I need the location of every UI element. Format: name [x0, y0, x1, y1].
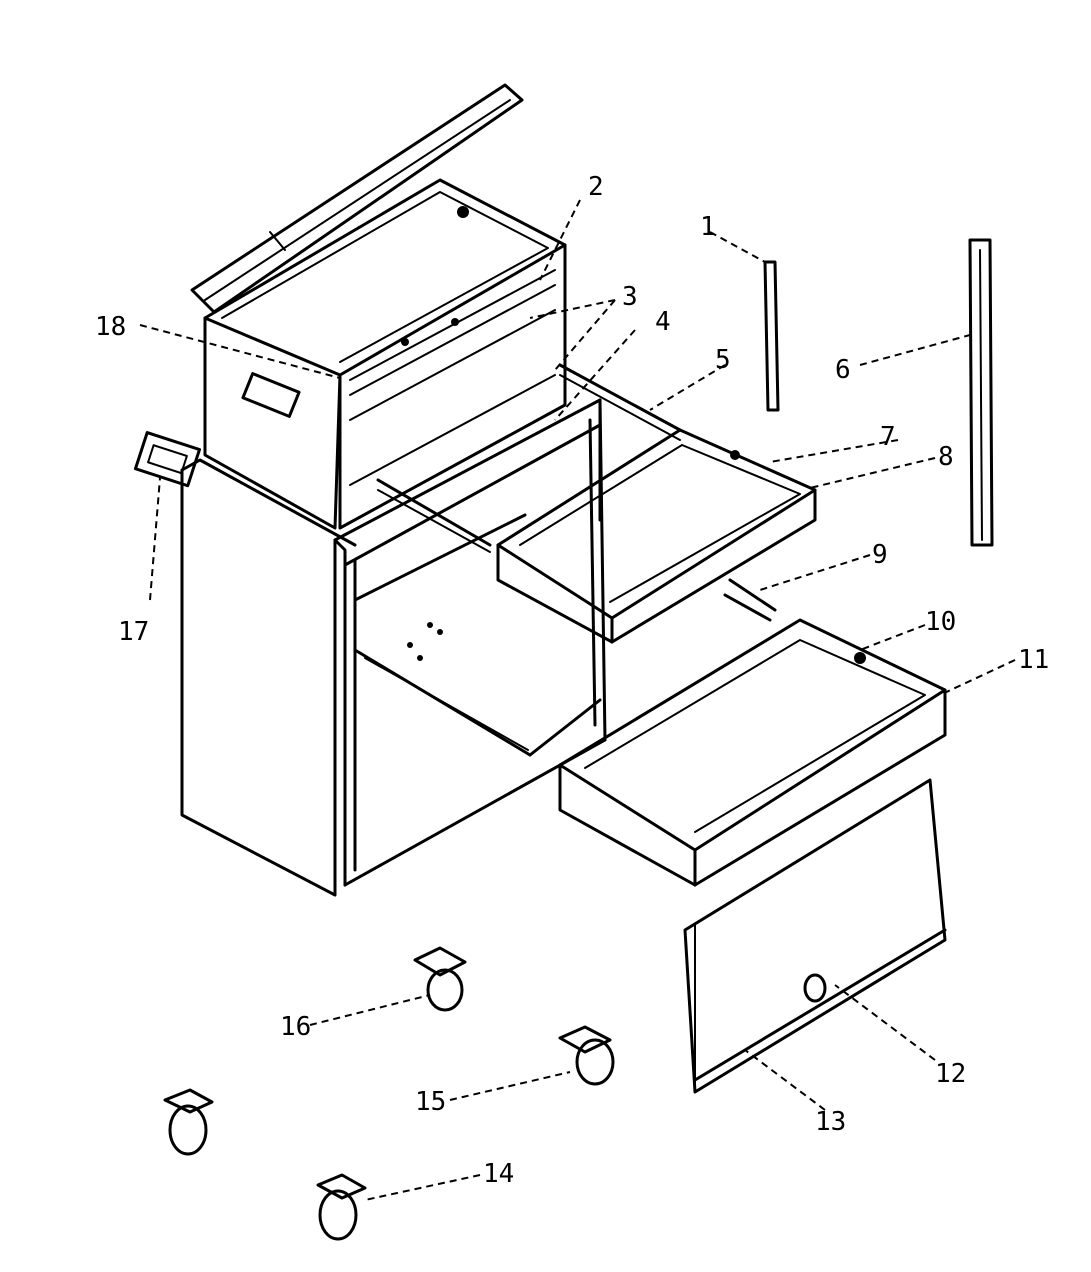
casters [163, 946, 615, 1241]
callout-1: 1 [700, 212, 716, 242]
callout-13: 13 [815, 1107, 846, 1137]
upper-drawer [496, 428, 817, 644]
callout-11: 11 [1018, 645, 1049, 675]
callout-4: 4 [655, 307, 671, 337]
callout-9: 9 [872, 540, 888, 570]
callout-7: 7 [880, 422, 896, 452]
callout-16: 16 [280, 1012, 311, 1042]
lower-drawer [558, 618, 947, 887]
callout-5: 5 [715, 345, 731, 375]
callout-15: 15 [415, 1087, 446, 1117]
callout-2: 2 [588, 172, 604, 202]
callout-10: 10 [925, 607, 956, 637]
callout-12: 12 [935, 1059, 966, 1089]
callout-6: 6 [835, 355, 851, 385]
side-bars [763, 238, 994, 547]
drawer-slides [376, 363, 777, 622]
callout-labels: 1 2 3 4 5 6 7 8 9 10 11 12 13 14 15 16 1… [95, 172, 1049, 1189]
front-panel [683, 778, 947, 1094]
top-chest [190, 83, 567, 530]
callout-17: 17 [118, 617, 149, 647]
leader-lines [139, 199, 1016, 1201]
handle-17 [133, 431, 202, 488]
callout-14: 14 [483, 1159, 514, 1189]
callout-3: 3 [622, 282, 638, 312]
lower-cabinet [180, 398, 607, 897]
callout-18: 18 [95, 312, 126, 342]
callout-8: 8 [938, 442, 954, 472]
